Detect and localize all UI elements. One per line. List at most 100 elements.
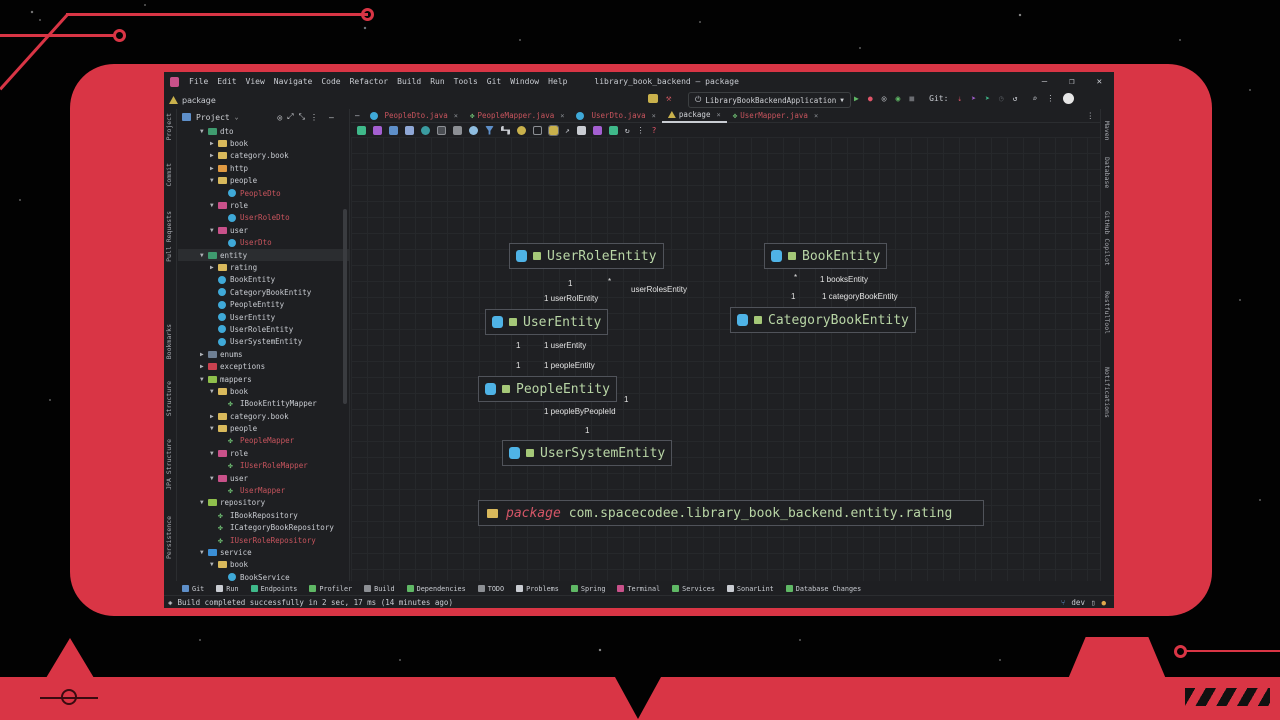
export-icon[interactable]: ↗: [565, 125, 570, 135]
toolwindow-structure[interactable]: Structure: [165, 381, 173, 417]
toolwindow-project[interactable]: Project: [165, 113, 173, 141]
menu-build[interactable]: Build: [397, 77, 422, 86]
tree-item[interactable]: ▶rating: [178, 261, 349, 273]
chevron-down-icon[interactable]: ⌄: [234, 113, 239, 121]
project-view-select[interactable]: Project: [196, 112, 230, 122]
run-configuration-select[interactable]: ⏻ LibraryBookBackendApplication ▼: [688, 92, 851, 108]
editor-tab[interactable]: PeopleDto.java×: [364, 109, 464, 123]
fields-icon[interactable]: [373, 125, 382, 135]
toolwindow-persistence[interactable]: Persistence: [165, 516, 173, 560]
close-tab-icon[interactable]: ×: [716, 110, 721, 119]
coverage-icon[interactable]: ◎: [881, 94, 887, 103]
expand-arrow-icon[interactable]: ▼: [210, 474, 214, 482]
toolwindow-commit[interactable]: Commit: [165, 163, 173, 187]
tree-item[interactable]: ▼role: [178, 199, 349, 211]
notification-icon[interactable]: ●: [1101, 597, 1106, 607]
entity-node-bookentity[interactable]: BookEntity: [764, 243, 888, 269]
collapse-arrow-icon[interactable]: ▶: [210, 263, 214, 271]
options-icon[interactable]: ⋮: [309, 112, 318, 122]
locate-icon[interactable]: ◎: [277, 112, 283, 122]
show-categories-icon[interactable]: [357, 125, 366, 135]
lock-icon[interactable]: ▯: [1090, 597, 1096, 607]
toolwindow-database-changes[interactable]: Database Changes: [785, 585, 861, 593]
minimize-button[interactable]: –: [1041, 76, 1048, 87]
toolwindow-database[interactable]: Database: [1103, 157, 1111, 189]
toolwindow-profiler[interactable]: Profiler: [309, 585, 352, 593]
toolwindow-notifications[interactable]: Notifications: [1103, 367, 1111, 418]
expand-arrow-icon[interactable]: ▼: [200, 251, 204, 259]
toolwindow-run[interactable]: Run: [216, 585, 239, 593]
filter-icon[interactable]: [485, 125, 494, 135]
toolwindow-restfultool[interactable]: RestfulTool: [1103, 291, 1111, 335]
tree-item[interactable]: ✤PeopleMapper: [178, 435, 349, 447]
expand-arrow-icon[interactable]: ▼: [200, 375, 204, 383]
toolwindow-todo[interactable]: TODO: [477, 585, 504, 593]
tree-item[interactable]: UserEntity: [178, 311, 349, 323]
more-options-icon[interactable]: ⋮: [636, 125, 645, 135]
expand-arrow-icon[interactable]: ▼: [210, 387, 214, 395]
toolwindow-github-copilot[interactable]: GitHub Copilot: [1103, 211, 1111, 266]
project-tree-scrollbar[interactable]: [343, 209, 347, 404]
editor-tab[interactable]: UserDto.java×: [570, 109, 661, 123]
hide-panel-icon[interactable]: —: [328, 112, 334, 122]
run-icon[interactable]: ▶: [854, 94, 859, 103]
git-update-icon[interactable]: ⇣: [957, 94, 963, 103]
tree-item[interactable]: ✤IBookRepository: [178, 509, 349, 521]
toolwindow-bookmarks[interactable]: Bookmarks: [165, 324, 173, 360]
expand-arrow-icon[interactable]: ▼: [210, 202, 214, 210]
expand-arrow-icon[interactable]: ▼: [200, 499, 204, 507]
entity-node-categorybookentity[interactable]: CategoryBookEntity: [730, 307, 916, 333]
vcs-user-icon[interactable]: [648, 94, 658, 103]
tree-item[interactable]: ✤IUserRoleMapper: [178, 460, 349, 472]
tree-item[interactable]: ▼people: [178, 422, 349, 434]
entity-node-userentity[interactable]: UserEntity: [485, 309, 609, 335]
tree-item[interactable]: ▶book: [178, 137, 349, 149]
collapse-arrow-icon[interactable]: ▶: [210, 152, 214, 160]
tree-item[interactable]: ✤ICategoryBookRepository: [178, 522, 349, 534]
toolwindow-sonarlint[interactable]: SonarLint: [726, 585, 774, 593]
uml-diagram-canvas[interactable]: UserRoleEntity BookEntity UserEntity Cat…: [351, 137, 1100, 581]
expand-arrow-icon[interactable]: ▼: [200, 127, 204, 135]
tree-item[interactable]: ▼service: [178, 546, 349, 558]
package-node-rating[interactable]: package com.spacecodee.library_book_back…: [478, 500, 984, 526]
tree-item[interactable]: ▶category.book: [178, 150, 349, 162]
collapse-arrow-icon[interactable]: ▶: [210, 412, 214, 420]
menu-navigate[interactable]: Navigate: [273, 77, 313, 86]
toolwindow-spring[interactable]: Spring: [570, 585, 605, 593]
hide-icon[interactable]: —: [355, 111, 360, 120]
properties-icon[interactable]: [421, 125, 430, 135]
tree-item[interactable]: ▶exceptions: [178, 360, 349, 372]
tree-item[interactable]: UserRoleEntity: [178, 323, 349, 335]
menu-git[interactable]: Git: [486, 77, 502, 86]
toolwindow-pull-requests[interactable]: Pull Requests: [165, 211, 173, 262]
tree-item[interactable]: ▼user: [178, 224, 349, 236]
toolwindow-terminal[interactable]: Terminal: [617, 585, 660, 593]
tree-item[interactable]: ▼repository: [178, 497, 349, 509]
tree-item[interactable]: PeopleDto: [178, 187, 349, 199]
tree-item[interactable]: ▼dto: [178, 125, 349, 137]
collapse-arrow-icon[interactable]: ▶: [200, 363, 204, 371]
apply-layout-icon[interactable]: [592, 125, 602, 135]
git-push-icon[interactable]: ➤: [985, 94, 990, 103]
editor-tab[interactable]: ✤PeopleMapper.java×: [464, 109, 571, 123]
toolwindow-dependencies[interactable]: Dependencies: [406, 585, 466, 593]
menu-run[interactable]: Run: [430, 77, 445, 86]
entity-node-peopleentity[interactable]: PeopleEntity: [478, 376, 617, 402]
rollback-icon[interactable]: ↺: [1012, 94, 1018, 103]
tree-item[interactable]: ▼mappers: [178, 373, 349, 385]
tree-item[interactable]: ▼book: [178, 559, 349, 571]
close-button[interactable]: ✕: [1096, 76, 1102, 87]
entity-node-usersystementity[interactable]: UserSystemEntity: [502, 440, 673, 466]
tree-item[interactable]: BookEntity: [178, 274, 349, 286]
status-message[interactable]: Build completed successfully in 2 sec, 1…: [177, 597, 453, 607]
toolwindow-problems[interactable]: Problems: [516, 585, 559, 593]
print-icon[interactable]: [608, 125, 618, 135]
menu-view[interactable]: View: [245, 77, 265, 86]
layout-icon[interactable]: [453, 125, 462, 135]
refresh-icon[interactable]: ↻: [624, 125, 630, 135]
build-hammer-icon[interactable]: ⚒: [666, 94, 672, 104]
entity-node-userroleentity[interactable]: UserRoleEntity: [509, 243, 664, 269]
help-icon[interactable]: ?: [651, 125, 657, 135]
menu-help[interactable]: Help: [548, 77, 568, 86]
tree-item[interactable]: ▼people: [178, 175, 349, 187]
